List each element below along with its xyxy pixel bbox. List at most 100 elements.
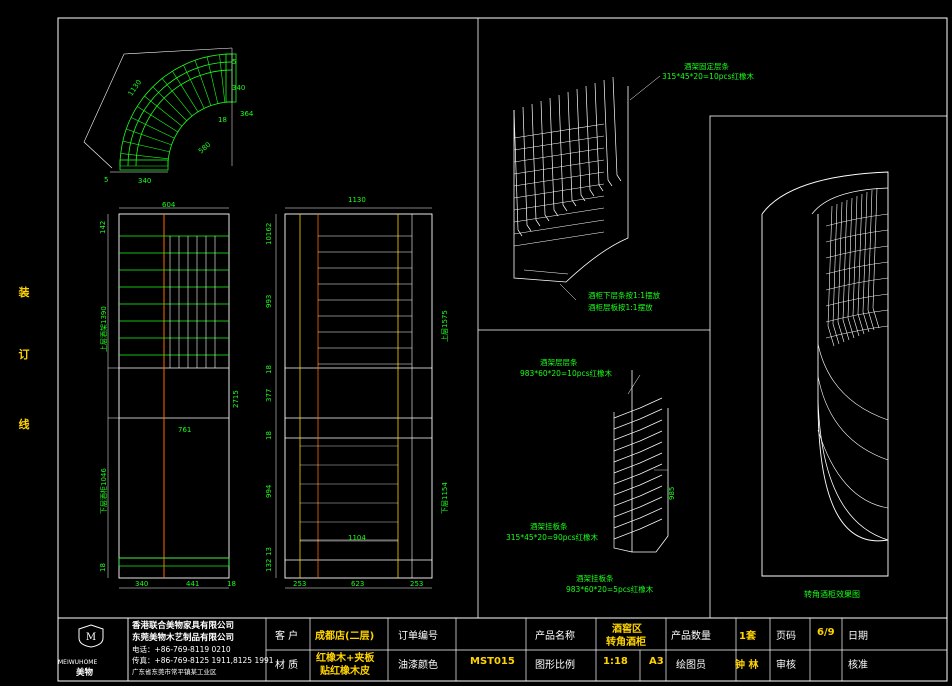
plan-top-base xyxy=(225,53,237,103)
note-bottom-rack-1: 酒柜下层条按1:1摆放 xyxy=(588,291,661,300)
dim-side-994: 994 xyxy=(265,484,273,498)
company-logo: M xyxy=(78,624,104,648)
dim-plan-5b: 5 xyxy=(104,176,109,184)
client-label: 客 户 xyxy=(275,631,299,642)
company-addr: 广东省东莞市常平镇某工业区 xyxy=(132,668,217,676)
dim-side-132: 132 xyxy=(265,558,273,572)
persp-shelf-6 xyxy=(825,309,889,323)
paint-label: 油漆颜色 xyxy=(398,660,438,671)
review-label: 审核 xyxy=(776,660,796,671)
page-label: 页码 xyxy=(776,631,796,642)
dim-side-10162: 10162 xyxy=(265,222,273,245)
persp-rack-0 xyxy=(827,205,835,347)
persp-shelf-0 xyxy=(825,213,889,227)
side-iso-shelf-1 xyxy=(613,408,663,430)
iso-rack-shelf-7 xyxy=(513,207,605,223)
drafter-label: 绘图员 xyxy=(676,660,706,671)
plan-rib-9 xyxy=(172,71,199,112)
dim-plan-340b: 340 xyxy=(138,177,152,185)
dim-side-lower: 下层1154 xyxy=(441,482,449,514)
persp-shelf-2 xyxy=(825,245,889,259)
note-side-mid-spec: 315*45*20=90pcs红橡木 xyxy=(506,533,599,542)
side-iso-shelf-3 xyxy=(613,430,663,452)
front-outline xyxy=(118,213,230,579)
note-side-top-spec: 983*60*20=10pcs红橡木 xyxy=(520,369,613,378)
perspective-caption: 转角酒柜效果图 xyxy=(804,590,860,599)
dim-side-1104: 1104 xyxy=(348,534,366,542)
qty-label: 产品数量 xyxy=(671,631,711,642)
company-name-2: 东莞美物木艺制品有限公司 xyxy=(132,633,235,643)
note-side-top-title: 酒架层层条 xyxy=(540,358,578,367)
perspective-frame xyxy=(709,115,948,619)
date-label: 日期 xyxy=(848,631,868,642)
scale-value: 1:18 xyxy=(603,656,628,667)
title-block xyxy=(57,617,948,682)
binding-char-1: 装 xyxy=(18,286,30,299)
iso-rack-shelf-8 xyxy=(513,219,605,235)
dim-side-623: 623 xyxy=(351,580,365,588)
dim-iso-985: 985 xyxy=(668,486,676,500)
note-top-rack-title: 酒架固定层条 xyxy=(684,62,729,71)
note-side-mid-title: 酒架挂板条 xyxy=(530,522,568,531)
persp-shelf-7 xyxy=(825,325,889,339)
product-value-1: 酒窖区 xyxy=(612,624,642,635)
side-outline xyxy=(284,213,433,579)
plan-rib-4 xyxy=(130,117,175,139)
dim-plan-340a: 340 xyxy=(232,84,246,92)
dim-plan-5: 5 xyxy=(232,58,237,66)
binding-char-3: 线 xyxy=(18,418,30,431)
persp-shelf-5 xyxy=(825,293,889,307)
product-value-2: 转角酒柜 xyxy=(606,637,646,648)
svg-text:M: M xyxy=(86,632,96,643)
iso-rack-shelf-5 xyxy=(513,183,605,199)
dim-side-upper: 上层1575 xyxy=(441,310,449,342)
dim-front-18b: 18 xyxy=(99,563,107,572)
dim-front-upper: 上层酒架1390 xyxy=(100,306,108,352)
page-value: 6/9 xyxy=(817,627,835,638)
iso-rack-shelf-3 xyxy=(513,159,605,175)
side-iso-shelf-5 xyxy=(613,452,663,474)
dim-front-lower: 下层酒柜1046 xyxy=(100,468,108,514)
iso-rack-slat-11 xyxy=(612,76,622,182)
dim-side-13: 13 xyxy=(265,547,273,556)
iso-rack-shelf-4 xyxy=(513,171,605,187)
persp-shelf-1 xyxy=(825,229,889,243)
dim-side-993: 993 xyxy=(265,294,273,308)
side-iso-shelf-8 xyxy=(613,485,663,507)
side-iso-shelf-7 xyxy=(613,474,663,496)
dim-front-142: 142 xyxy=(99,220,107,234)
iso-rack-shelf-9 xyxy=(513,231,605,247)
plan-rib-3 xyxy=(126,128,172,146)
paper-value: A3 xyxy=(649,656,664,667)
scale-label: 图形比例 xyxy=(535,660,575,671)
side-iso-shelf-11 xyxy=(613,518,663,540)
front-kick xyxy=(118,557,230,567)
dim-front-441: 441 xyxy=(186,580,200,588)
material-label: 材 质 xyxy=(275,660,299,671)
brand-name: MEIWUHOME xyxy=(58,659,98,666)
brand-name-cn: 美物 xyxy=(76,668,94,678)
iso-rack-outline xyxy=(513,86,629,283)
note-side-bot-title: 酒架挂板条 xyxy=(576,574,614,583)
dim-side-377: 377 xyxy=(265,388,273,402)
plan-dim-line xyxy=(83,47,233,169)
persp-rack-9 xyxy=(872,187,880,329)
side-iso-shelf-4 xyxy=(613,441,663,463)
plan-rib-7 xyxy=(152,86,187,121)
dim-side-253a: 253 xyxy=(293,580,307,588)
iso-rack-slat-4 xyxy=(549,97,559,217)
paint-value: MST015 xyxy=(470,656,515,667)
side-iso-shelf-2 xyxy=(613,419,663,441)
client-value: 成都店(二层) xyxy=(315,631,375,642)
material-value-1: 红橡木+夹板 xyxy=(316,653,375,664)
dim-side-18b: 18 xyxy=(265,431,273,440)
iso-rack-shelf-0 xyxy=(513,123,605,139)
persp-rack-3 xyxy=(842,199,850,341)
plan-arc-0 xyxy=(119,53,233,167)
persp-rack-7 xyxy=(862,191,870,333)
iso-rack-slat-3 xyxy=(540,100,550,222)
persp-curved-top xyxy=(761,171,889,542)
dim-plan-18: 18 xyxy=(218,116,227,124)
iso-rack-slat-10 xyxy=(603,79,613,187)
plan-rib-12 xyxy=(206,56,219,104)
